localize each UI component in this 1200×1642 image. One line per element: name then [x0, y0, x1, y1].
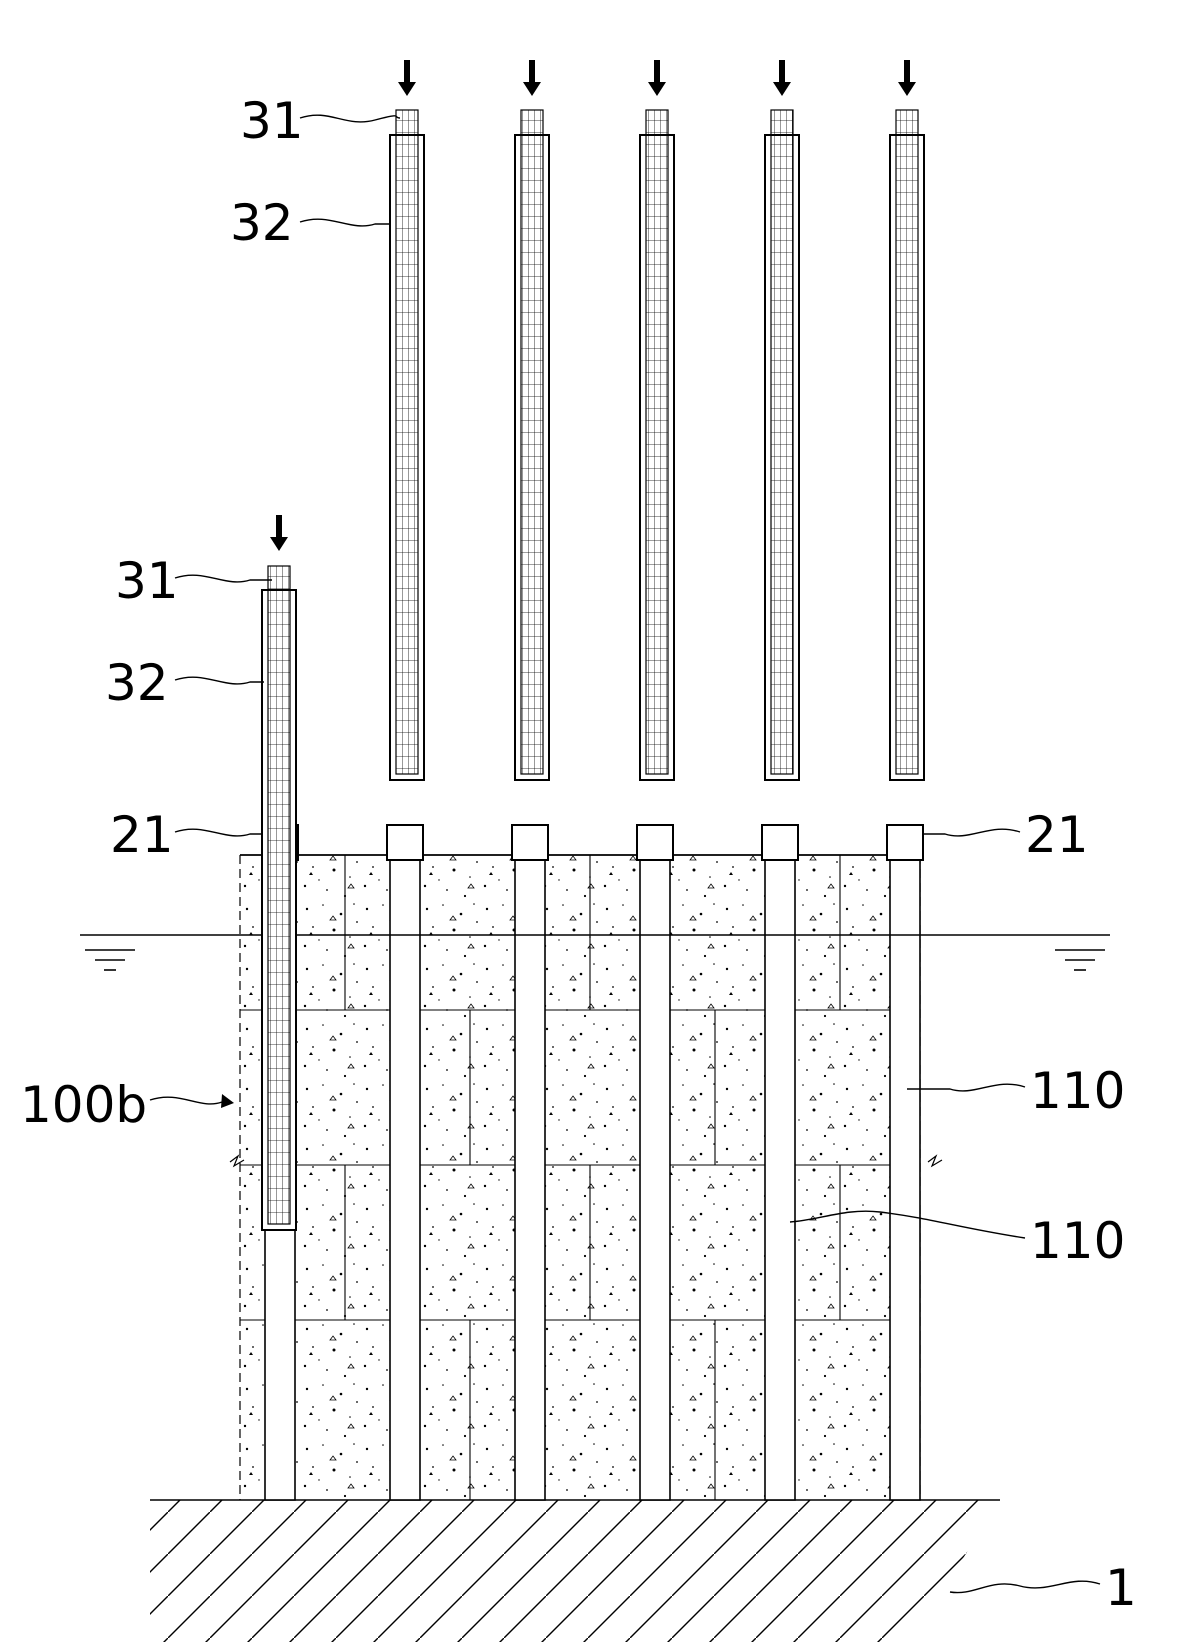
inserted-cage — [261, 565, 297, 1231]
label-32-lower: 32 — [105, 654, 169, 712]
cage-assembly-1 — [389, 109, 425, 781]
label-100b: 100b — [20, 1076, 147, 1134]
reference-labels: 31 32 31 32 21 21 100b 110 110 1 — [20, 92, 1137, 1617]
down-arrow-icon — [523, 60, 541, 96]
cage-assembly-4 — [764, 109, 800, 781]
ground — [150, 1499, 1000, 1642]
cage-assembly-2 — [514, 109, 550, 781]
label-31-upper: 31 — [240, 92, 304, 150]
cage-assembly-5 — [889, 109, 925, 781]
diaphragm-wall-100b — [229, 854, 943, 1500]
down-arrow-icons — [270, 60, 916, 551]
down-arrow-icon — [398, 60, 416, 96]
panel-joints — [240, 855, 920, 1500]
down-arrow-icon — [773, 60, 791, 96]
hole-6 — [889, 824, 921, 1501]
label-1: 1 — [1105, 1559, 1137, 1617]
label-31-lower: 31 — [115, 552, 179, 610]
hole-3 — [514, 824, 546, 1501]
upper-cages — [389, 109, 925, 781]
water-level — [80, 934, 1110, 971]
label-110-upper: 110 — [1030, 1062, 1125, 1120]
down-arrow-icon — [898, 60, 916, 96]
arrow-100b — [221, 1094, 234, 1108]
hole-2 — [389, 824, 421, 1501]
down-arrow-icon — [648, 60, 666, 96]
label-21-left: 21 — [110, 806, 174, 864]
hole-5 — [764, 824, 796, 1501]
label-110-lower: 110 — [1030, 1212, 1125, 1270]
cage-assembly-3 — [639, 109, 675, 781]
label-21-right: 21 — [1025, 806, 1089, 864]
hole-4 — [639, 824, 671, 1501]
leader-lines — [149, 114, 1101, 1594]
label-32-upper: 32 — [230, 194, 294, 252]
down-arrow-icon — [270, 515, 288, 551]
